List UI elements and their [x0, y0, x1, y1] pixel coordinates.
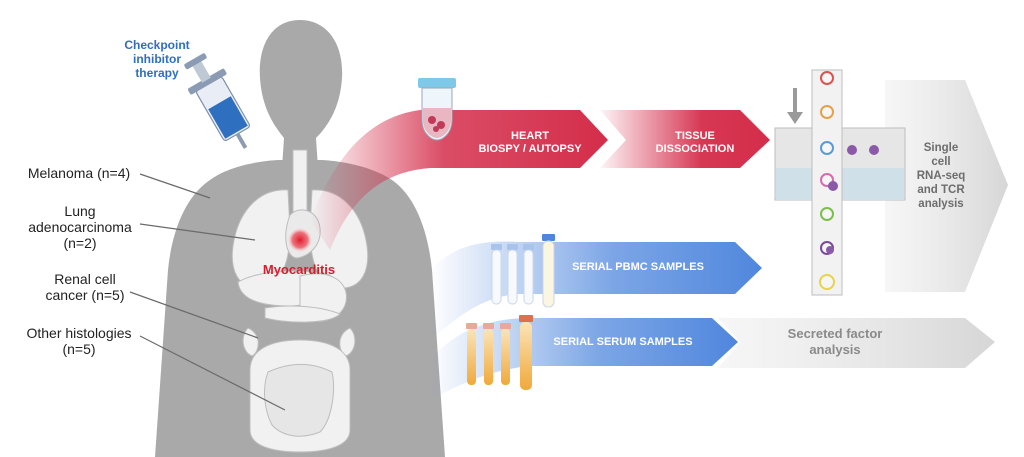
myocarditis-spot: [287, 227, 313, 253]
pbmc-tube: [491, 244, 502, 305]
dissociation-step-label: TISSUE DISSOCIATION: [640, 130, 750, 156]
biopsy-step-label: HEART BIOSPY / AUTOPSY: [470, 130, 590, 156]
output-line: analysis: [918, 198, 964, 210]
output-line: Secreted factor: [787, 326, 883, 341]
step-line: DISSOCIATION: [655, 143, 735, 155]
therapy-line: inhibitor: [133, 52, 181, 66]
histology-line: adenocarcinoma: [28, 219, 132, 235]
therapy-line: therapy: [135, 66, 179, 80]
histology-line: Melanoma (n=4): [27, 165, 131, 181]
cell: [819, 274, 835, 290]
histology-lung: Lung adenocarcinoma (n=2): [20, 203, 140, 251]
myocarditis-label: Myocarditis: [262, 262, 336, 277]
pbmc-step-label: SERIAL PBMC SAMPLES: [572, 261, 704, 273]
trachea: [292, 149, 308, 216]
cell: [820, 141, 834, 155]
serum-tube: [483, 323, 494, 385]
microfluidic-chip: [774, 69, 906, 296]
output-line: cell: [931, 156, 951, 168]
output-line: RNA-seq: [916, 170, 966, 182]
step-line: BIOSPY / AUTOPSY: [478, 143, 582, 155]
heart-flow-band: [310, 110, 608, 250]
serum-tube: [466, 323, 477, 385]
secreted-factor-label: Secreted factor analysis: [765, 326, 905, 358]
flow-down-arrowhead: [787, 112, 803, 124]
histology-line: (n=5): [62, 341, 96, 357]
pbmc-tube: [523, 244, 534, 305]
therapy-line: Checkpoint: [124, 38, 190, 52]
step-line: HEART: [511, 130, 549, 142]
step-line: TISSUE: [675, 130, 715, 142]
pancreas: [264, 305, 341, 323]
bead: [869, 145, 879, 155]
pbmc-tube: [507, 244, 518, 305]
syringe-icon: [184, 53, 250, 149]
left-lung: [231, 189, 291, 289]
cell: [820, 207, 834, 221]
histology-line: Lung: [64, 203, 96, 219]
histology-renal: Renal cell cancer (n=5): [30, 271, 140, 303]
serum-tubes: [466, 315, 533, 390]
histology-line: cancer (n=5): [45, 287, 125, 303]
output-line: analysis: [809, 342, 861, 357]
histology-line: Other histologies: [26, 325, 132, 341]
histology-other: Other histologies (n=5): [14, 325, 144, 357]
cell: [820, 71, 834, 85]
kidney-left: [242, 327, 259, 357]
serum-step-label: SERIAL SERUM SAMPLES: [553, 336, 693, 348]
histology-melanoma: Melanoma (n=4): [14, 165, 144, 181]
biopsy-tube-icon: [418, 78, 456, 141]
serum-tube: [519, 315, 533, 390]
dissociation-arrow: [600, 110, 770, 168]
output-line: Single: [923, 142, 959, 154]
histology-line: Renal cell: [54, 271, 116, 287]
scrna-arrow: [885, 80, 1008, 292]
serum-tube: [500, 323, 511, 385]
cell: [820, 105, 834, 119]
small-intestine: [264, 364, 334, 437]
checkpoint-inhibitor-label: Checkpoint inhibitor therapy: [112, 38, 202, 80]
secreted-factor-arrow: [718, 318, 995, 368]
serum-flow-band: [430, 318, 738, 400]
pbmc-tubes: [491, 234, 555, 308]
head-neck: [259, 20, 343, 168]
scrna-label: Single cell RNA-seq and TCR analysis: [905, 141, 977, 211]
bead: [828, 181, 838, 191]
leader-lines: [129, 173, 286, 411]
bead: [826, 246, 834, 254]
pbmc-tube: [542, 234, 555, 308]
histology-line: (n=2): [63, 235, 97, 251]
bead: [847, 145, 857, 155]
output-line: and TCR: [917, 184, 965, 196]
